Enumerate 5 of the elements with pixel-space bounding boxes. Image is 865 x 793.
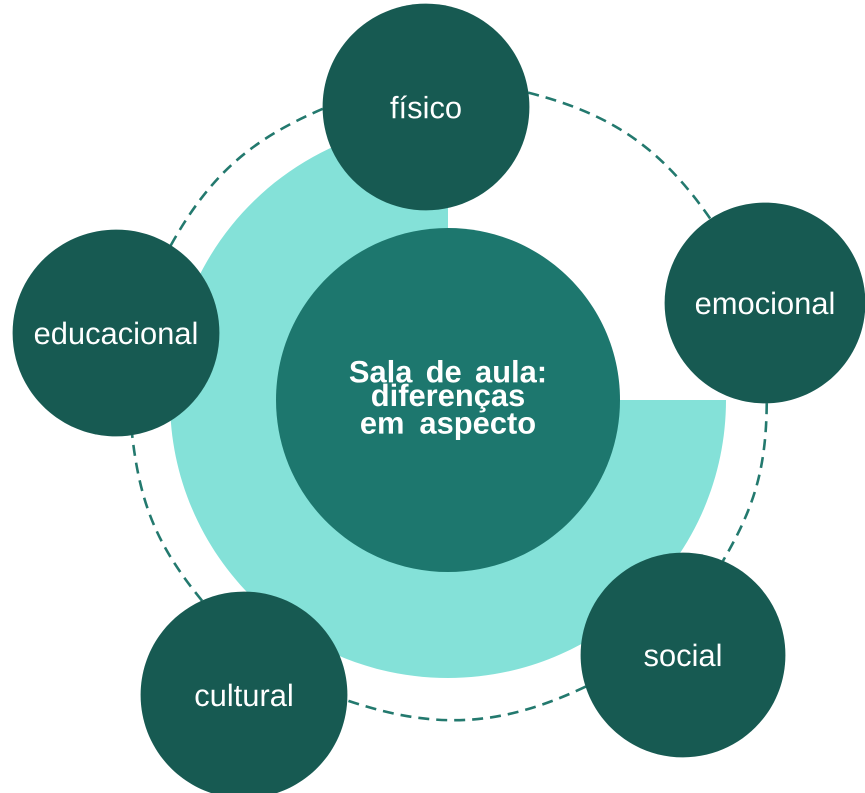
dashed-arc (346, 685, 586, 722)
dashed-arc (130, 434, 204, 602)
dashed-arc (170, 108, 324, 246)
dashed-arc (722, 403, 768, 562)
dashed-arc (528, 91, 712, 220)
